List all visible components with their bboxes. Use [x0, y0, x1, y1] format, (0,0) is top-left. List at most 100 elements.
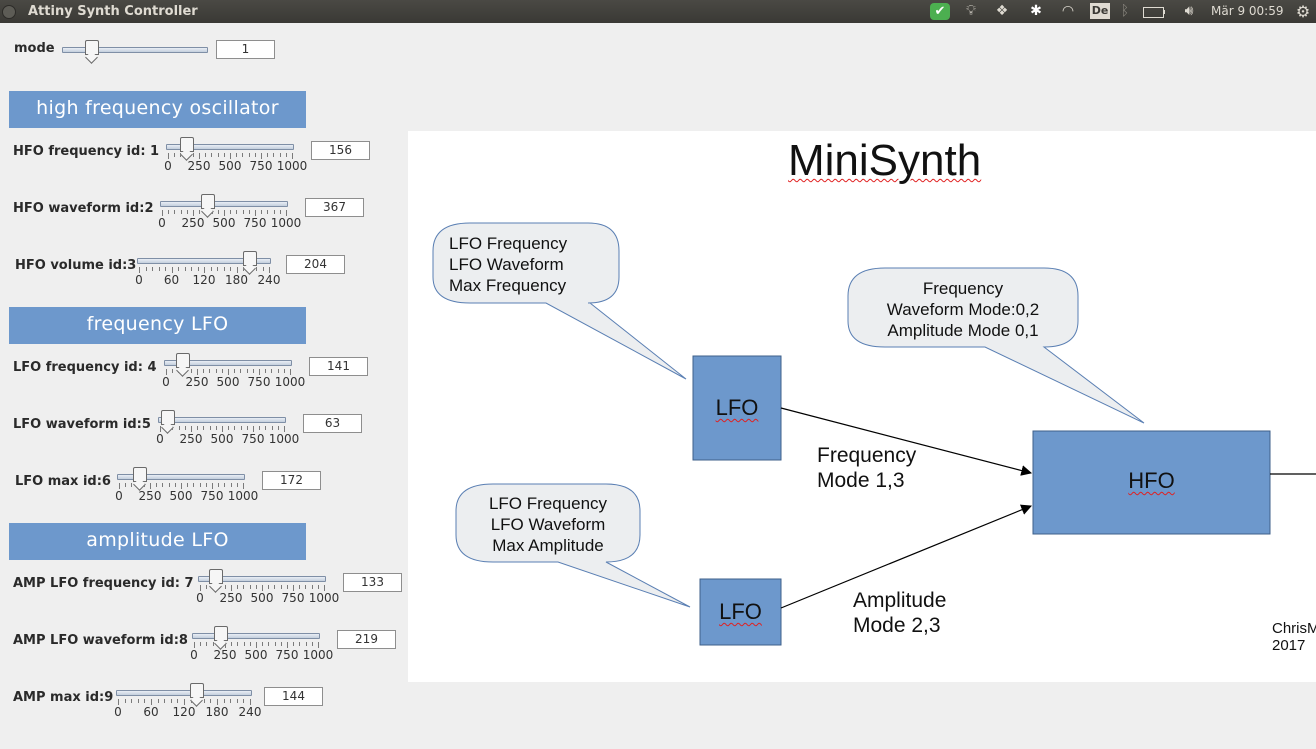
slider-tick	[184, 699, 185, 705]
window-close-button[interactable]	[2, 5, 16, 19]
slider-tick	[271, 369, 273, 373]
lfo-max-value-field[interactable]: 172	[262, 471, 321, 490]
slider-tick	[193, 483, 195, 487]
slider-tick-label: 0	[135, 273, 143, 287]
gear-icon[interactable]: ⚙	[1295, 2, 1311, 21]
slider-tick	[180, 210, 182, 214]
slider-tick-label: 1000	[276, 159, 308, 173]
slider-track[interactable]	[198, 576, 326, 582]
slider-tick	[286, 585, 288, 589]
amplitude-edge-label: Amplitude Mode 2,3	[853, 588, 946, 638]
slider-tick	[137, 699, 139, 703]
slider-thumb[interactable]	[85, 40, 100, 55]
slider-tick	[262, 585, 263, 591]
hfo-volume-value-field[interactable]: 204	[286, 255, 345, 274]
slider-tick	[168, 210, 170, 214]
hfo-frequency-value-field[interactable]: 156	[311, 141, 370, 160]
slider-tick	[265, 369, 267, 373]
slider-tick	[293, 642, 295, 646]
keyboard-layout-indicator[interactable]: De	[1090, 3, 1110, 19]
slider-tick	[273, 153, 275, 157]
slider-thumb[interactable]	[176, 353, 191, 368]
slider-tick-label: 1000	[270, 216, 302, 230]
slider-thumb[interactable]	[200, 194, 215, 209]
slider-tick	[230, 483, 232, 487]
slider-tick	[231, 642, 233, 646]
callout-lfo-amplitude-bubble	[455, 483, 691, 608]
slider-tick-label: 250	[219, 591, 243, 605]
lightbulb-icon[interactable]: 💡︎	[966, 3, 976, 19]
lfo-frequency-value-field[interactable]: 141	[309, 357, 368, 376]
slider-tick	[177, 699, 179, 703]
hfo-waveform-value-field[interactable]: 367	[305, 198, 364, 217]
update-check-icon[interactable]: ✔	[930, 3, 950, 20]
slider-tick	[197, 267, 199, 271]
slider-tick	[279, 210, 281, 214]
callout-line: Frequency	[922, 279, 1004, 298]
callout-line: Max Frequency	[449, 276, 567, 295]
amp-lfo-waveform-value-field[interactable]: 219	[337, 630, 396, 649]
slider-tick-label: 180	[225, 273, 248, 287]
slider-tick	[210, 267, 212, 271]
settings-alert-icon[interactable]: ✱	[1030, 3, 1042, 19]
lfo-waveform-value-field[interactable]: 63	[303, 414, 362, 433]
callout-line: LFO Waveform	[490, 515, 606, 534]
slider-thumb[interactable]	[242, 251, 257, 266]
slider-tick-label: 1000	[227, 489, 259, 503]
slider-tick-label: 1000	[274, 375, 306, 389]
slider-tick	[151, 699, 152, 705]
slider-tick	[269, 267, 270, 273]
slider-tick	[311, 642, 313, 646]
slider-track[interactable]	[160, 201, 288, 207]
slider-track[interactable]	[137, 258, 271, 264]
amp-max-value-field[interactable]: 144	[264, 687, 323, 706]
slider-tick	[265, 426, 267, 430]
clock[interactable]: Mär 9 00:59	[1211, 4, 1284, 18]
wifi-icon[interactable]: ◠	[1061, 3, 1075, 19]
slider-tick	[248, 210, 250, 214]
slider-tick-label: 1000	[302, 648, 334, 662]
slider-tick	[191, 267, 192, 271]
slider-track[interactable]	[116, 690, 252, 696]
slider-thumb[interactable]	[209, 569, 224, 584]
slider-tick	[199, 153, 200, 159]
slider-thumb[interactable]	[214, 626, 229, 641]
slider-tick	[277, 426, 279, 430]
slider-tick	[231, 585, 232, 591]
bluetooth-icon[interactable]: ᛒ	[1120, 3, 1130, 19]
slider-thumb[interactable]	[133, 467, 148, 482]
slider-tick-label: 500	[210, 432, 234, 446]
mode-slider[interactable]	[62, 40, 208, 62]
slider-thumb[interactable]	[160, 410, 175, 425]
slider-tick	[256, 642, 257, 648]
slider-track[interactable]	[158, 417, 286, 423]
battery-icon[interactable]	[1142, 3, 1168, 20]
slider-tick	[234, 426, 236, 430]
slider-track[interactable]	[164, 360, 292, 366]
mode-value-field[interactable]: 1	[216, 40, 275, 59]
slider-track[interactable]	[62, 47, 208, 53]
slider-thumb[interactable]	[180, 137, 195, 152]
amp-lfo-frequency-value-field[interactable]: 133	[343, 573, 402, 592]
slider-thumb[interactable]	[190, 683, 205, 698]
slider-tick	[217, 153, 219, 157]
slider-tick	[273, 210, 275, 214]
slider-track[interactable]	[166, 144, 294, 150]
synth-block-diagram: MiniSynth LFO Frequency LFO Waveform Max…	[408, 131, 1316, 682]
slider-track[interactable]	[192, 633, 320, 639]
volume-icon[interactable]: 🔊︎	[1184, 3, 1194, 19]
slider-tick	[254, 153, 256, 157]
dropbox-icon[interactable]: ❖	[995, 3, 1009, 19]
slider-tick	[203, 426, 205, 430]
slider-track[interactable]	[117, 474, 245, 480]
slider-tick	[191, 426, 192, 432]
